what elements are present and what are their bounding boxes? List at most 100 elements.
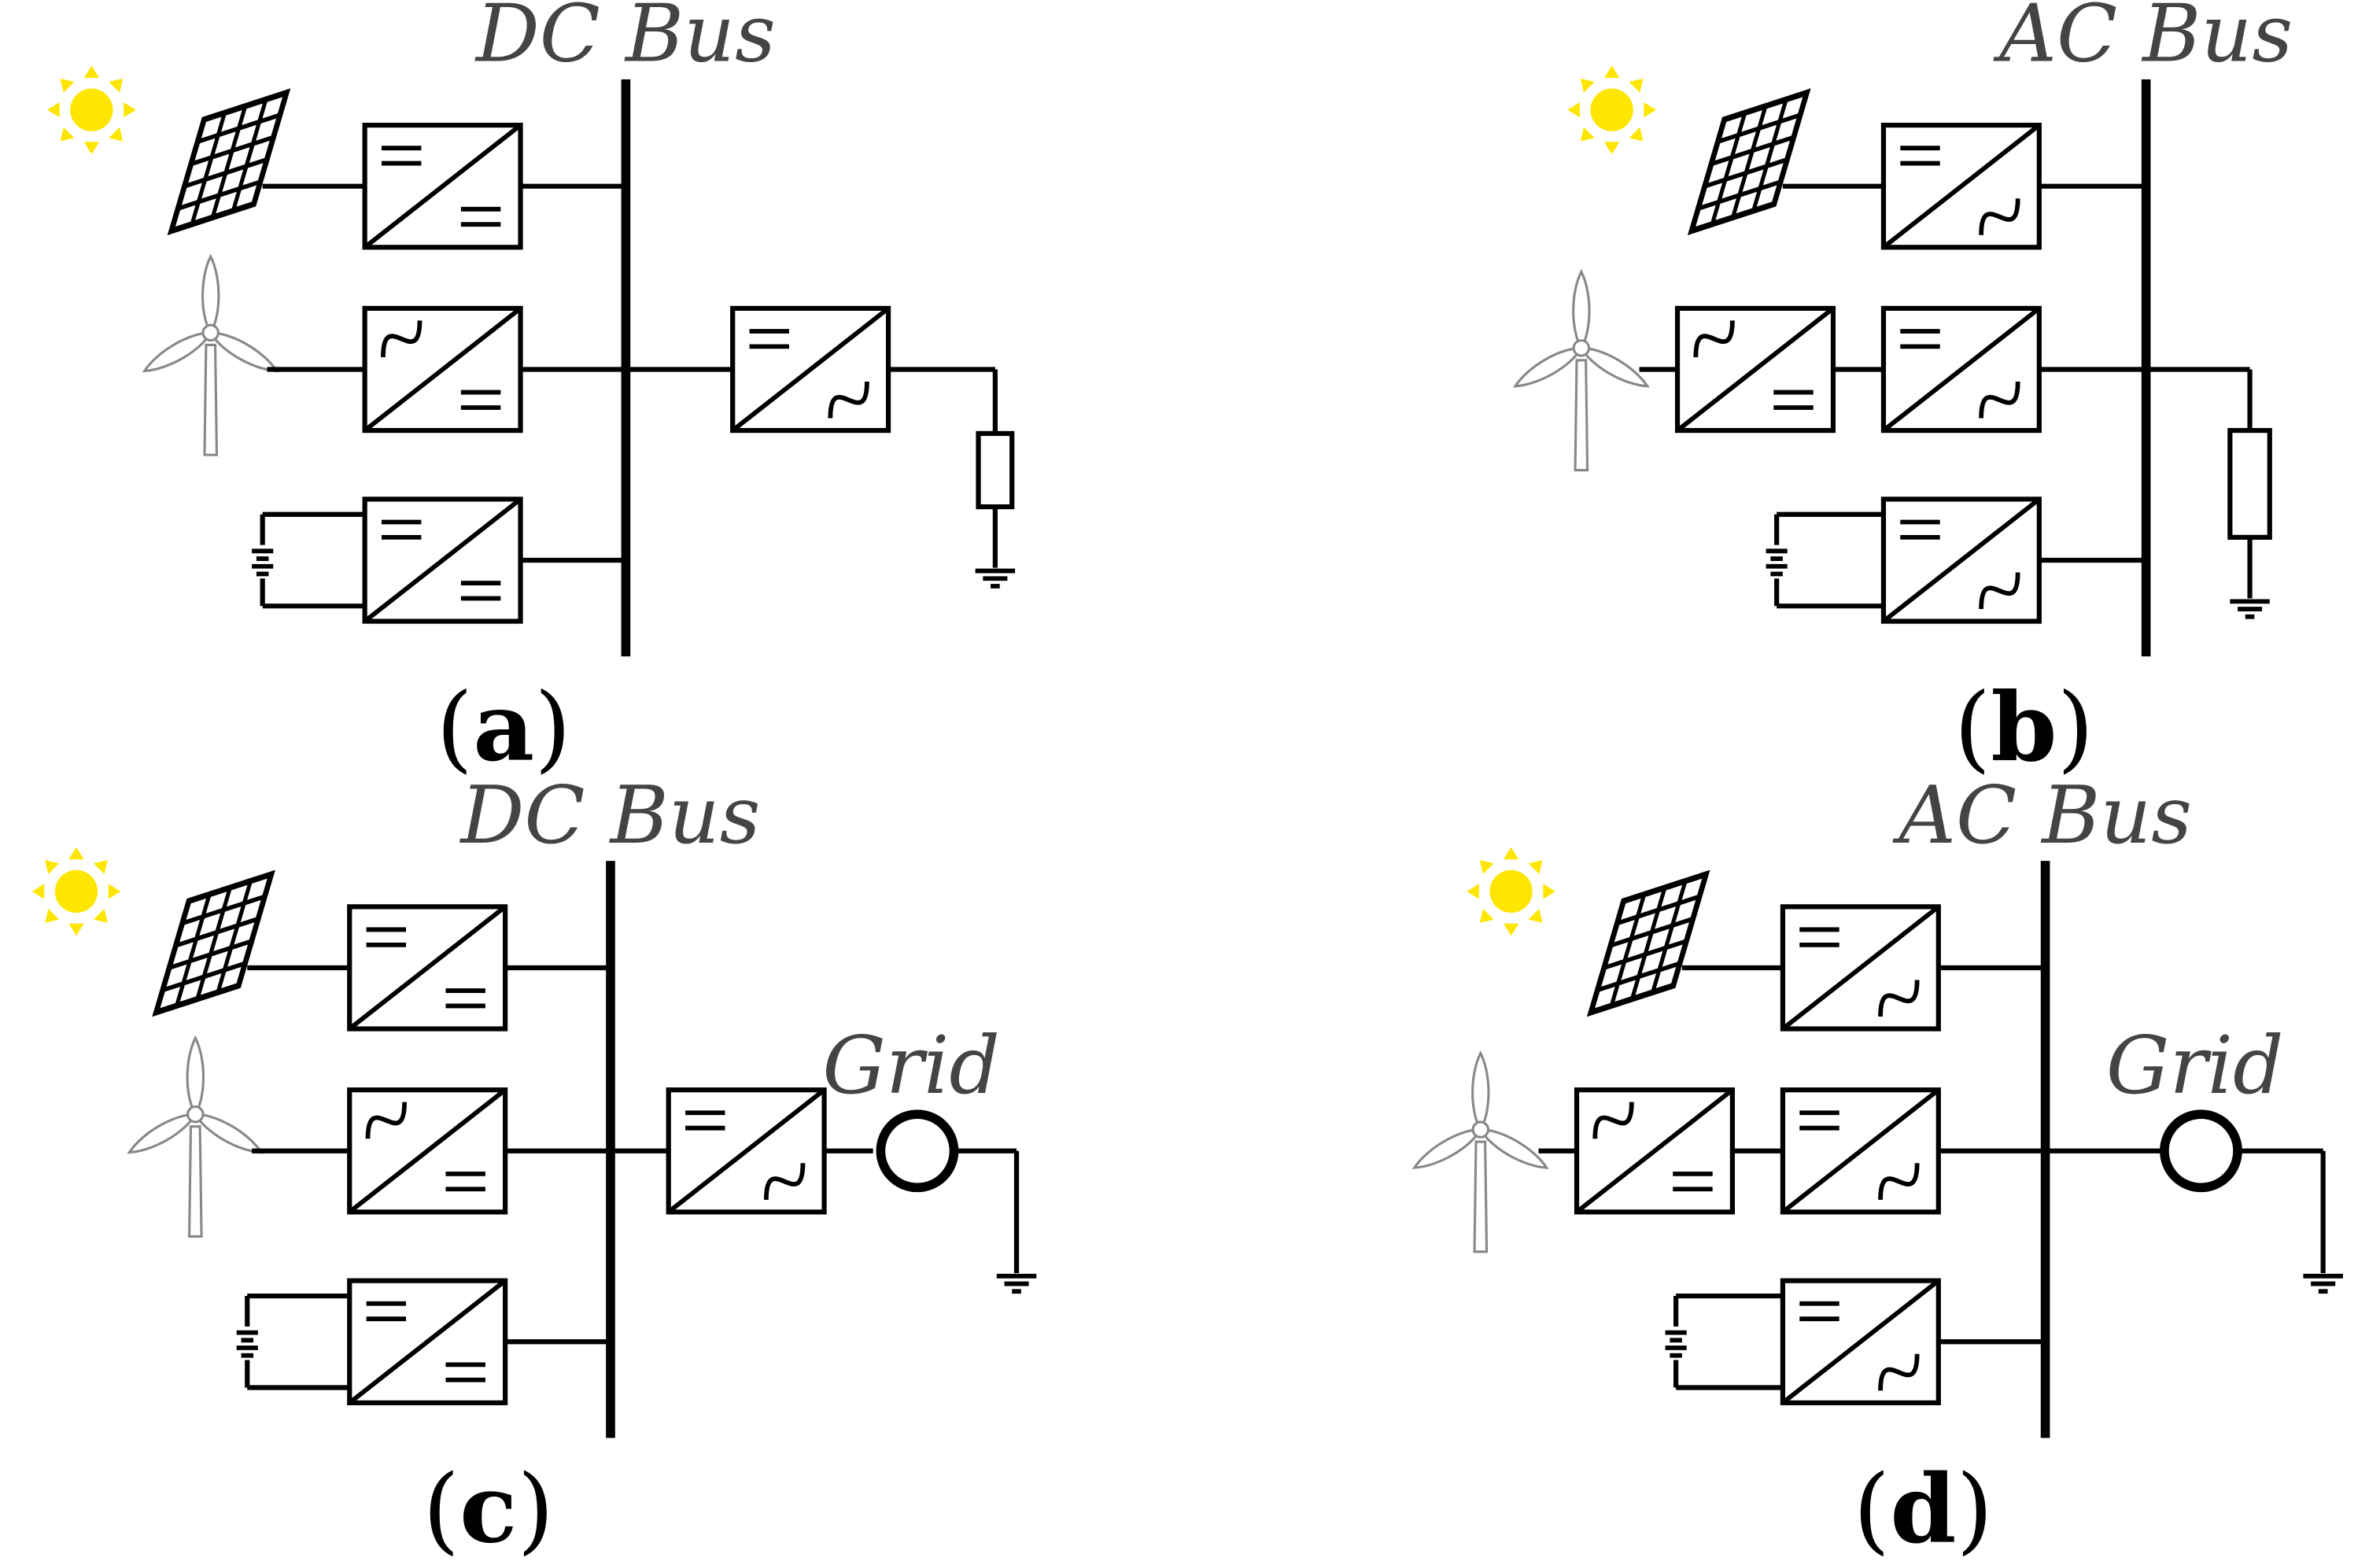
- converter-diagonal: [1882, 306, 2041, 433]
- solar-grid-line: [231, 98, 268, 212]
- solar-grid-line: [1610, 916, 1694, 949]
- sun-ray: [1644, 102, 1656, 118]
- ac-symbol: [381, 320, 422, 357]
- wind-turbine-icon: [142, 253, 279, 456]
- sun-ray: [1503, 847, 1519, 860]
- turbine-blade: [1471, 1050, 1490, 1132]
- grid-label: Grid: [822, 1019, 1000, 1112]
- sun-ray: [1528, 860, 1543, 875]
- sun-ray: [68, 847, 84, 860]
- solar-grid-line: [174, 893, 212, 1007]
- ground-icon: [975, 568, 1016, 589]
- sun-ray: [60, 127, 75, 142]
- turbine-blade: [1478, 1128, 1549, 1169]
- turbine-blade: [1512, 346, 1584, 388]
- dc-dc-converter-icon: [362, 122, 523, 250]
- ac-symbol: [1878, 980, 1920, 1017]
- sun-ray: [83, 142, 100, 154]
- grid-label: Grid: [2106, 1019, 2284, 1112]
- sun-ray: [93, 860, 108, 875]
- turbine-blade: [186, 1035, 205, 1117]
- panel-caption: (c): [422, 1453, 554, 1564]
- solar-grid-line: [1751, 98, 1789, 212]
- turbine-blade: [1579, 346, 1650, 388]
- turbine-tower: [1574, 359, 1589, 472]
- solar-grid-line: [1629, 887, 1667, 1000]
- sun-ray: [1567, 102, 1580, 118]
- sun-ray: [93, 908, 108, 923]
- dc-ac-inverter-icon: [1880, 305, 2042, 434]
- sun-ray: [1629, 78, 1644, 93]
- turbine-tower: [1473, 1140, 1489, 1253]
- solar-panel-icon: [1687, 88, 1811, 235]
- grid-source-icon: [876, 1109, 959, 1193]
- sun-ray: [124, 102, 136, 118]
- panel-caption: (b): [1954, 672, 2094, 783]
- ac-symbol: [763, 1163, 806, 1200]
- sun-ray: [109, 127, 124, 142]
- solar-grid-line: [197, 112, 281, 145]
- converter-diagonal: [666, 1087, 826, 1214]
- grid-source-icon: [2160, 1109, 2242, 1193]
- solar-grid-line: [183, 157, 268, 190]
- sun-ray: [1603, 65, 1620, 78]
- ac-symbol: [1979, 198, 2020, 235]
- bus-label: AC Bus: [1892, 769, 2192, 862]
- solar-grid-line: [1730, 105, 1768, 219]
- wind-turbine-icon: [1512, 268, 1650, 472]
- sun-icon: [31, 847, 121, 936]
- solar-grid-line: [1710, 112, 1747, 225]
- converter-diagonal: [1882, 123, 2041, 249]
- solar-grid-line: [168, 938, 253, 971]
- turbine-hub: [1471, 1120, 1490, 1139]
- solar-grid-line: [1609, 893, 1647, 1007]
- dc-ac-inverter-icon: [1780, 904, 1941, 1032]
- dc-ac-inverter-icon: [666, 1087, 827, 1215]
- sun-icon: [1567, 65, 1656, 154]
- sun-ray: [83, 65, 100, 78]
- dc-dc-converter-icon: [347, 904, 508, 1032]
- battery-icon: [1766, 548, 1788, 577]
- solar-grid-line: [161, 961, 246, 993]
- solar-grid-line: [1703, 157, 1788, 190]
- load-resistor-icon: [2227, 427, 2272, 540]
- solar-panel-icon: [1586, 869, 1710, 1017]
- wind-turbine-icon: [127, 1035, 264, 1238]
- ac-dc-rectifier-icon: [362, 305, 523, 434]
- sun-icon: [47, 65, 136, 154]
- solar-grid-line: [1616, 894, 1701, 926]
- solar-grid-line: [1596, 961, 1681, 993]
- ac-symbol: [1979, 381, 2020, 419]
- ac-dc-rectifier-icon: [1574, 1087, 1736, 1215]
- sun-ray: [68, 923, 84, 936]
- bus-label: DC Bus: [459, 769, 761, 862]
- turbine-blade: [201, 253, 220, 336]
- sun-ray: [1528, 908, 1543, 923]
- ac-dc-rectifier-icon: [1674, 305, 1836, 434]
- sun-disc: [70, 88, 113, 131]
- sun-disc: [54, 869, 98, 914]
- converter-diagonal: [1781, 1087, 1940, 1214]
- solar-grid-line: [177, 179, 261, 212]
- ac-symbol: [828, 381, 869, 419]
- sun-ray: [1603, 142, 1620, 154]
- sun-ray: [1580, 127, 1595, 142]
- dc-dc-converter-icon: [347, 1278, 508, 1405]
- battery-icon: [236, 1330, 258, 1358]
- solar-grid-line: [1717, 112, 1802, 145]
- dc-ac-inverter-icon: [1880, 496, 2042, 624]
- ac-symbol: [1693, 320, 1735, 357]
- ground-icon: [996, 1273, 1037, 1294]
- sun-ray: [1503, 923, 1519, 936]
- sun-ray: [31, 884, 45, 899]
- converter-diagonal: [348, 1087, 507, 1214]
- ac-symbol: [1592, 1102, 1634, 1139]
- solar-grid-line: [175, 916, 260, 949]
- sun-ray: [60, 78, 75, 93]
- converter-diagonal: [1781, 905, 1940, 1031]
- solar-panel-icon: [152, 869, 275, 1017]
- converter-diagonal: [731, 306, 890, 433]
- sun-disc: [1489, 869, 1533, 914]
